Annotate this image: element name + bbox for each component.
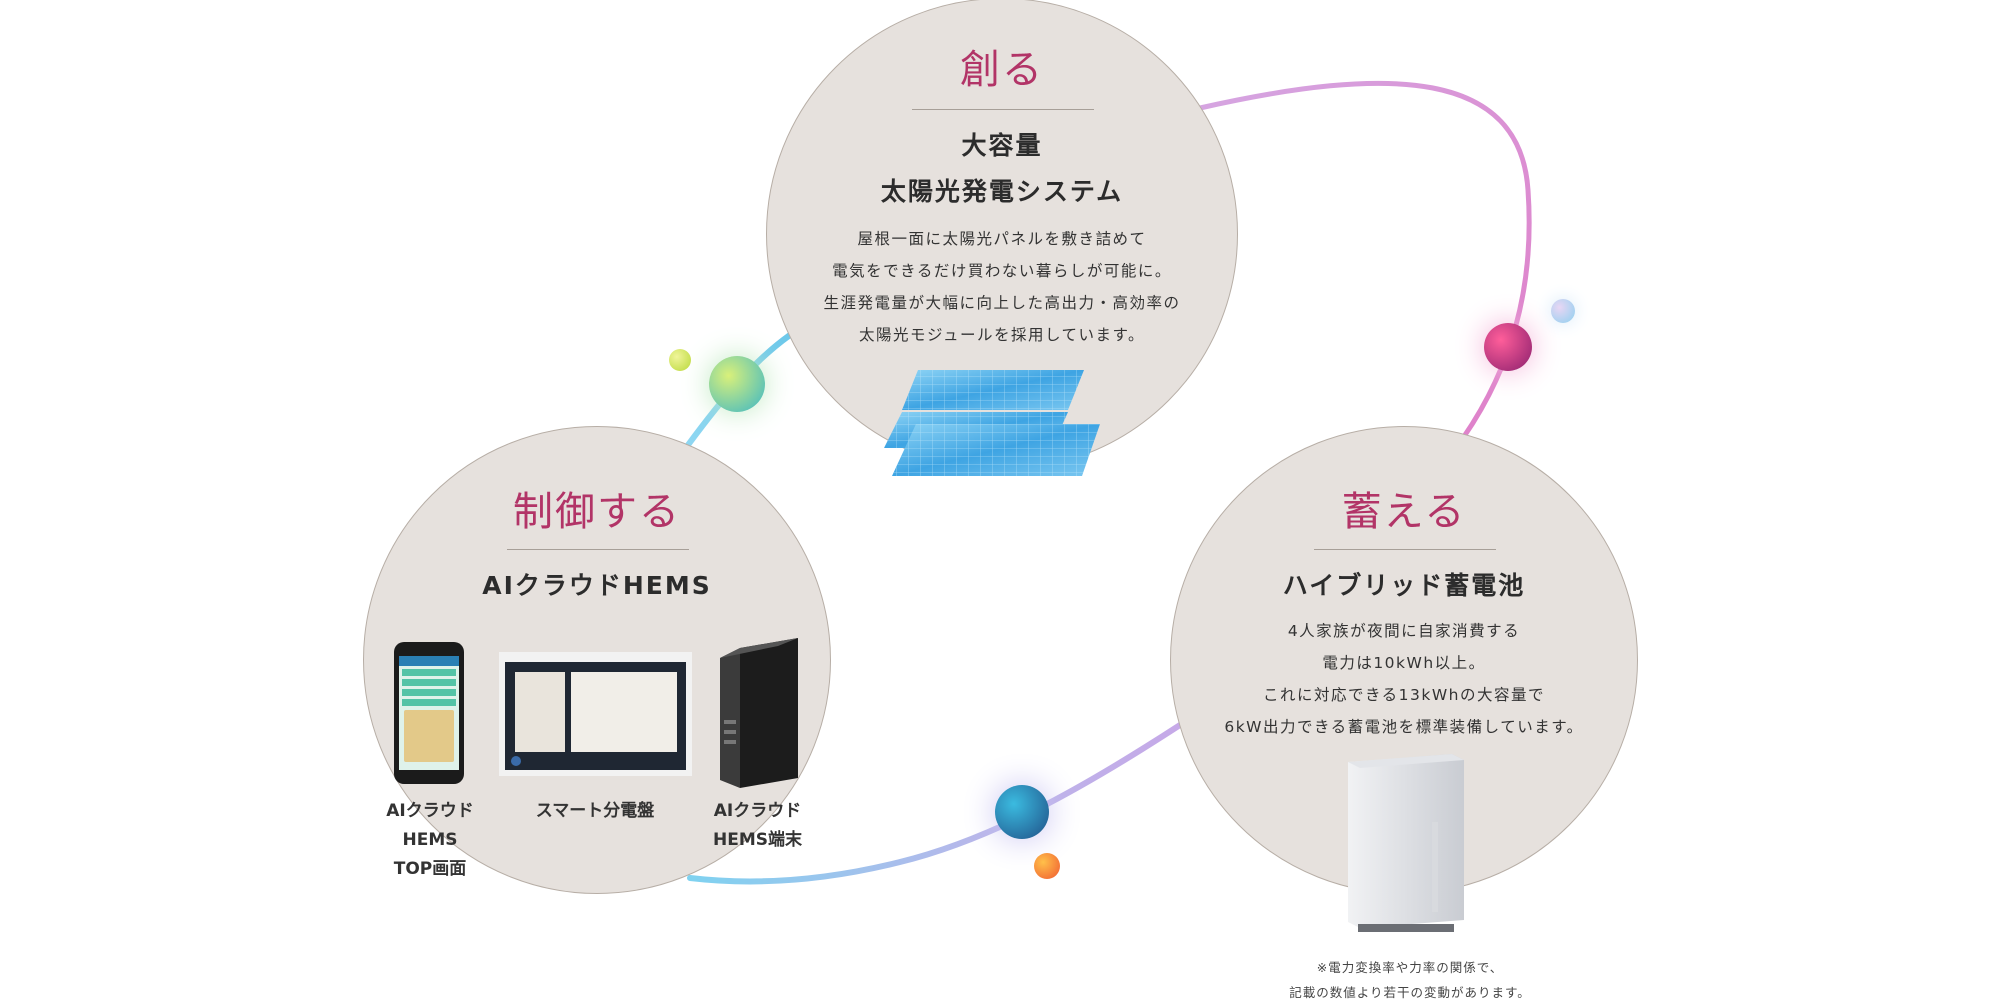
gradient-orb <box>995 785 1049 839</box>
create-title: 大容量 太陽光発電システム <box>767 123 1237 215</box>
footnote: ※電力変換率や力率の関係で、 記載の数値より若干の変動があります。 <box>1200 955 1620 1005</box>
store-body: 4人家族が夜間に自家消費する 電力は10kWh以上。 これに対応できる13kWh… <box>1171 615 1637 743</box>
control-heading: 制御する <box>513 489 681 535</box>
phone-screen <box>399 656 459 770</box>
storage-battery-icon <box>1348 754 1464 932</box>
store-body-line: 4人家族が夜間に自家消費する <box>1287 622 1521 640</box>
gradient-orb <box>1551 299 1575 323</box>
hems-terminal-icon <box>720 638 798 788</box>
store-divider <box>1314 549 1496 550</box>
create-body-line: 太陽光モジュールを採用しています。 <box>859 326 1145 344</box>
device-label-line: HEMS <box>402 830 458 850</box>
store-body-line: これに対応できる13kWhの大容量で <box>1262 686 1546 704</box>
create-title-line: 太陽光発電システム <box>880 177 1124 206</box>
gradient-orb <box>1034 853 1060 879</box>
device-label-terminal: AIクラウド HEMS端末 <box>695 797 820 855</box>
create-body-line: 生涯発電量が大幅に向上した高出力・高効率の <box>823 294 1181 312</box>
create-divider <box>912 109 1094 110</box>
store-heading: 蓄える <box>1341 489 1467 535</box>
store-body-line: 電力は10kWh以上。 <box>1322 654 1486 672</box>
control-title: AIクラウドHEMS <box>482 571 712 600</box>
device-label-smartphone: AIクラウド HEMS TOP画面 <box>365 797 495 884</box>
footnote-line: 記載の数値より若干の変動があります。 <box>1289 985 1531 1000</box>
control-divider <box>507 549 689 550</box>
gradient-orb <box>1484 323 1532 371</box>
footnote-line: ※電力変換率や力率の関係で、 <box>1316 960 1504 975</box>
device-label-line: スマート分電盤 <box>535 801 655 821</box>
device-label-line: TOP画面 <box>393 859 467 879</box>
solar-panel-icon <box>884 370 1100 476</box>
smartphone-icon <box>394 642 464 784</box>
create-heading: 創る <box>960 47 1044 93</box>
create-circle: 創る 大容量 太陽光発電システム 屋根一面に太陽光パネルを敷き詰めて 電気をでき… <box>766 0 1238 470</box>
device-label-panel: スマート分電盤 <box>510 797 680 826</box>
distribution-panel-icon <box>499 652 692 776</box>
gradient-orb <box>709 356 765 412</box>
device-label-line: AIクラウド <box>386 801 474 821</box>
store-body-line: 6kW出力できる蓄電池を標準装備しています。 <box>1224 718 1584 736</box>
store-title: ハイブリッド蓄電池 <box>1282 571 1526 600</box>
create-title-line: 大容量 <box>961 131 1043 160</box>
create-body-line: 屋根一面に太陽光パネルを敷き詰めて <box>857 230 1147 248</box>
device-label-line: AIクラウド <box>713 801 802 821</box>
create-body: 屋根一面に太陽光パネルを敷き詰めて 電気をできるだけ買わない暮らしが可能に。 生… <box>767 223 1237 351</box>
create-body-line: 電気をできるだけ買わない暮らしが可能に。 <box>832 262 1172 280</box>
gradient-orb <box>669 349 691 371</box>
device-label-line: HEMS端末 <box>712 830 802 850</box>
